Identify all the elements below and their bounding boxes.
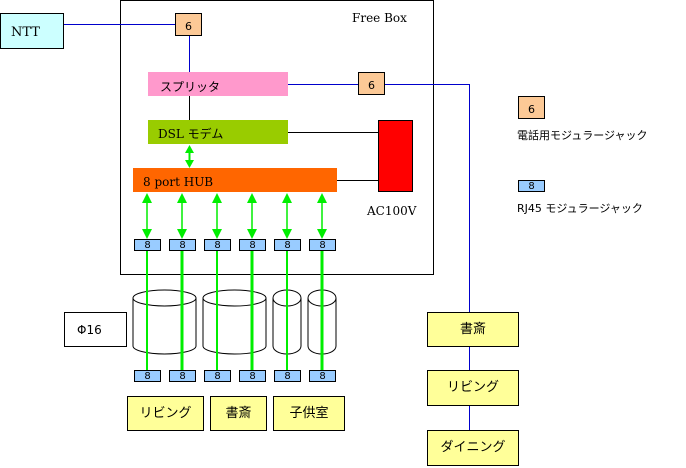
- room-study-phone: 書斎: [427, 312, 519, 347]
- rj45-jack-freebox: 8: [274, 239, 301, 251]
- room-living-lan: リビング: [127, 396, 204, 431]
- modem-hub-link: [185, 145, 194, 168]
- room-study-lan: 書斎: [210, 396, 267, 431]
- legend-phone-jack-icon: 6: [518, 96, 545, 119]
- phone-jack-outgoing: 6: [358, 72, 385, 95]
- hub-port-arrow: [247, 193, 257, 239]
- conduits: [132, 289, 337, 355]
- dsl-modem-label: DSL モデム: [158, 127, 224, 141]
- hub-port-links: [142, 193, 327, 239]
- phone-line-out: [385, 84, 470, 313]
- rj45-jack-room: 8: [239, 370, 266, 382]
- rj45-jack-room: 8: [169, 370, 196, 382]
- legend-rj45-jack-icon: 8: [518, 180, 545, 192]
- conduit-cylinder: [132, 289, 197, 355]
- hub-port-arrow: [212, 193, 222, 239]
- hub-label: 8 port HUB: [143, 175, 214, 189]
- rj45-jack-freebox: 8: [169, 239, 196, 251]
- hub-port-arrow: [142, 193, 152, 239]
- ntt-label: NTT: [11, 25, 40, 40]
- hub-port-arrow: [317, 193, 327, 239]
- rj45-jack-room: 8: [134, 370, 161, 382]
- conduit-size-label: Φ16: [77, 323, 102, 337]
- rj45-jack-room: 8: [204, 370, 231, 382]
- freebox-enclosure: [120, 0, 434, 275]
- legend-rj45-jack-text: RJ45 モジュラージャック: [517, 202, 643, 215]
- legend-phone-jack-text: 電話用モジュラージャック: [517, 129, 648, 142]
- conduit-cylinder: [202, 289, 267, 355]
- rj45-jack-room: 8: [274, 370, 301, 382]
- room-kids-lan: 子供室: [273, 396, 345, 431]
- room-living-phone: リビング: [427, 370, 519, 406]
- splitter-label: スプリッタ: [160, 80, 221, 94]
- rj45-jack-freebox: 8: [134, 239, 161, 251]
- hub: 8 port HUB: [133, 168, 337, 192]
- hub-port-arrow: [177, 193, 187, 239]
- power-supply: [378, 120, 413, 192]
- freebox-label: Free Box: [352, 11, 407, 25]
- rj45-jack-room: 8: [309, 370, 336, 382]
- splitter: スプリッタ: [148, 72, 288, 96]
- rj45-jack-freebox: 8: [309, 239, 336, 251]
- conduit-size-box: Φ16: [64, 312, 127, 347]
- room-dining-phone: ダイニング: [427, 430, 519, 466]
- ntt-box: NTT: [0, 13, 64, 49]
- phone-jack-incoming: 6: [175, 13, 202, 36]
- lan-cables: [146, 251, 324, 370]
- dsl-modem: DSL モデム: [148, 120, 288, 144]
- rj45-jack-freebox: 8: [239, 239, 266, 251]
- rj45-jack-freebox: 8: [204, 239, 231, 251]
- hub-port-arrow: [282, 193, 292, 239]
- power-label: AC100V: [367, 204, 417, 218]
